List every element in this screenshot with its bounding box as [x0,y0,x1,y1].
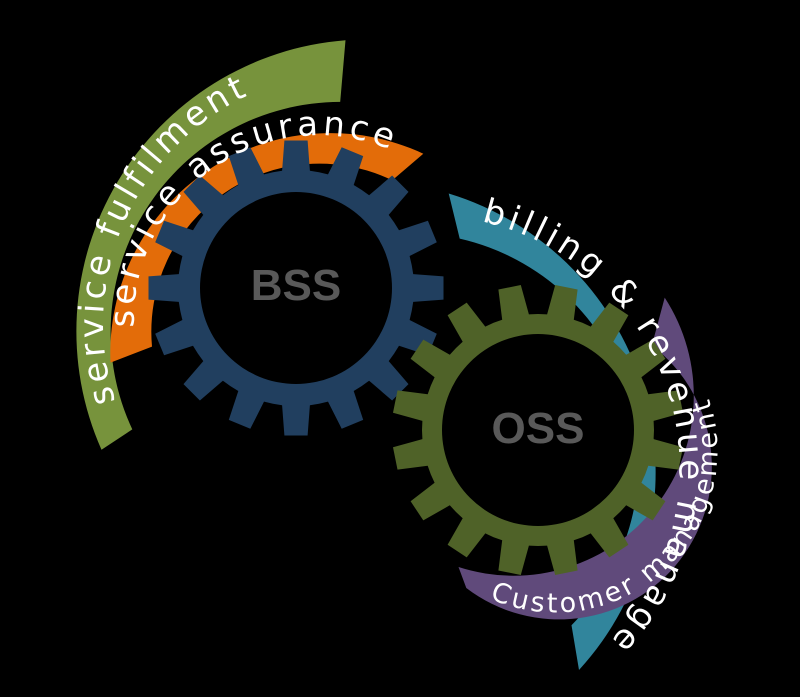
oss-gear-shape [393,285,683,575]
bss-label: BSS [251,261,341,310]
oss-label: OSS [492,404,585,453]
bss-gear-shape [148,140,444,436]
bss-gear: BSS [148,140,444,436]
customer-management-band [458,297,712,620]
oss-gear: OSS [393,285,683,575]
service-fulfilment-band [76,40,346,450]
